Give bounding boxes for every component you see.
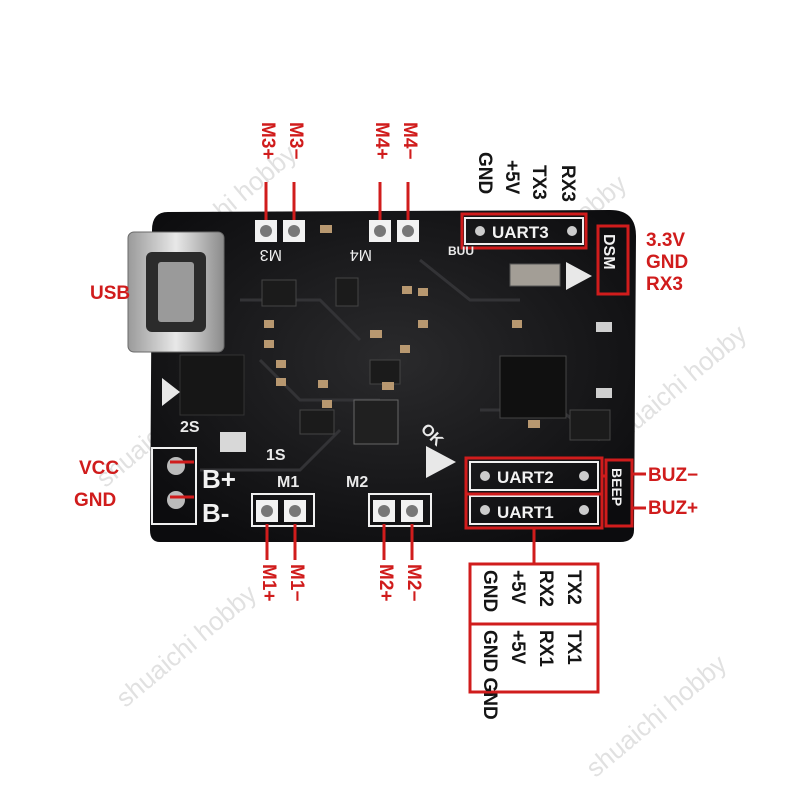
silk-uart3: UART3 bbox=[492, 223, 549, 242]
leader-lines bbox=[170, 182, 646, 564]
label-uart3-rx: RX3 bbox=[557, 165, 578, 202]
silk-1s: 1S bbox=[266, 447, 286, 464]
label-usb: USB bbox=[90, 283, 131, 304]
label-m4-plus: M4+ bbox=[371, 122, 392, 160]
label-uart3-tx: TX3 bbox=[528, 165, 549, 200]
silk-uart2: UART2 bbox=[497, 468, 554, 487]
label-m1-plus: M1+ bbox=[258, 564, 279, 602]
label-uart3-5v: +5V bbox=[501, 160, 522, 195]
label-uart2-rx: RX2 bbox=[535, 570, 556, 607]
label-uart1-5v: +5V bbox=[507, 630, 528, 665]
label-dsm-3v3: 3.3V bbox=[646, 230, 686, 251]
label-vcc: VCC bbox=[79, 458, 120, 479]
motor-pads-bottom bbox=[256, 500, 423, 522]
silk-2s: 2S bbox=[180, 419, 200, 436]
label-dsm-gnd: GND bbox=[646, 252, 689, 273]
silk-bplus: B+ bbox=[202, 464, 236, 494]
motor-pads-top bbox=[255, 220, 419, 242]
label-m4-minus: M4− bbox=[399, 122, 420, 160]
label-m3-minus: M3− bbox=[285, 122, 306, 160]
label-uart3-gnd: GND bbox=[474, 152, 495, 195]
label-buz-plus: BUZ+ bbox=[648, 498, 699, 519]
silk-dsm: DSM bbox=[600, 234, 617, 270]
label-m1-minus: M1− bbox=[286, 564, 307, 602]
svg-text:M4: M4 bbox=[350, 246, 372, 263]
label-uart2-tx: TX2 bbox=[563, 570, 584, 605]
label-uart1-gnd: GND GND bbox=[479, 630, 500, 720]
silk-m1: M1 bbox=[277, 474, 299, 491]
components bbox=[179, 225, 612, 452]
silk-bminus: B- bbox=[202, 498, 229, 528]
label-buz-minus: BUZ− bbox=[648, 465, 699, 486]
silk-buu: BUU bbox=[448, 244, 474, 258]
silk-uart1: UART1 bbox=[497, 503, 554, 522]
label-m2-plus: M2+ bbox=[375, 564, 396, 602]
label-uart1-tx: TX1 bbox=[563, 630, 584, 665]
label-dsm-rx: RX3 bbox=[646, 274, 683, 295]
label-m3-plus: M3+ bbox=[257, 122, 278, 160]
label-uart2-5v: +5V bbox=[507, 570, 528, 605]
label-uart2-gnd: GND bbox=[479, 570, 500, 613]
uart1-legend-box bbox=[468, 622, 600, 694]
svg-text:M3: M3 bbox=[260, 246, 282, 263]
silk-m2: M2 bbox=[346, 474, 368, 491]
label-gnd: GND bbox=[74, 490, 117, 511]
silk-beep: BEEP bbox=[609, 468, 625, 506]
label-m2-minus: M2− bbox=[403, 564, 424, 602]
label-uart1-rx: RX1 bbox=[535, 630, 556, 667]
